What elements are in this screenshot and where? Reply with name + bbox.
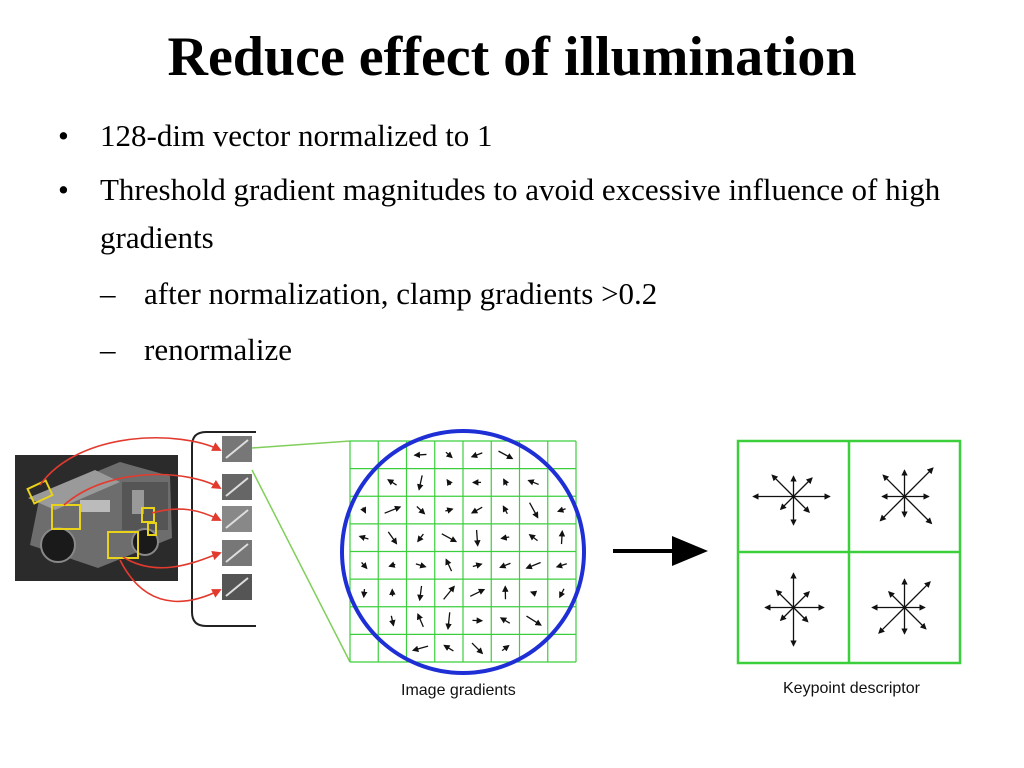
correspondence-arrows [39,437,222,603]
bullet-item: • 128-dim vector normalized to 1 [58,112,958,160]
gradient-arrow [528,533,538,542]
gradient-arrow [499,617,511,624]
gradient-arrow [502,505,509,515]
gradient-arrow [360,506,366,514]
orientation-histogram-arrow [779,607,794,622]
gradient-grid [349,440,577,663]
gradient-arrow [470,451,483,458]
gradient-arrow [358,534,369,542]
correspondence-arrow [39,437,222,486]
gradient-arrow [446,478,453,487]
orientation-histogram-arrow [779,496,794,511]
orientation-histogram-arrow [888,591,905,608]
gradient-arrow [472,562,483,569]
sub-bullet-item: – after normalization, clamp gradients >… [58,270,958,318]
orientation-histogram-arrow [904,607,927,630]
orientation-histogram-arrow [904,581,931,608]
gradient-arrow [441,533,458,543]
correspondence-arrow [151,508,222,521]
gradient-arrow [474,529,481,547]
sub-bullet-item: – renormalize [58,326,958,374]
orientation-histogram-arrow [793,477,813,497]
gradient-arrow [503,478,510,486]
gradient-arrow [387,531,398,545]
gradient-arrow [415,562,427,569]
gradient-arrow [529,502,539,519]
gradient-arrow [387,479,397,486]
thumbnail-bracket [191,431,256,627]
slide-title: Reduce effect of illumination [167,26,857,88]
sub-bullet-marker: – [100,276,116,311]
gradient-arrow [527,479,539,486]
gradient-arrow [526,615,542,626]
sub-bullet-marker: – [100,332,116,367]
gradient-arrow [417,475,424,491]
orientation-histogram-arrow [904,467,934,497]
bullet-marker: • [58,172,69,207]
orientation-histogram-arrow [879,496,905,522]
gradient-arrow [361,588,368,599]
orientation-histogram-arrow [793,591,810,608]
figure-canvas [15,429,962,675]
correspondence-arrow [119,559,222,603]
image-gradients-caption: Image gradients [401,682,516,699]
bullet-list: • 128-dim vector normalized to 1 • Thres… [58,112,958,374]
gradient-arrow [443,644,454,652]
gaussian-window-circle [340,429,586,675]
gradient-arrow [470,506,483,514]
orientation-histogram-arrow [793,496,810,513]
big-right-arrow [613,536,708,566]
gradient-arrow [413,451,427,459]
gradient-arrow [558,529,566,545]
gradient-arrow [445,451,453,459]
gradient-arrow [416,612,424,628]
sub-bullet-text: renormalize [144,332,293,367]
sift-descriptor-figure: Image gradients Keypoint descriptor [0,410,1024,730]
gradient-arrow [525,561,541,570]
bullet-text: 128-dim vector normalized to 1 [100,118,493,153]
gradient-arrow [445,558,453,572]
gradient-arrow [417,533,424,543]
correspondence-arrow [63,473,222,506]
bullet-text: Threshold gradient magnitudes to avoid e… [100,172,941,255]
gradient-arrow [500,534,510,541]
gradient-arrow [469,588,486,597]
gradient-arrow [529,590,538,597]
gradient-arrow [388,561,396,568]
sub-bullet-text: after normalization, clamp gradients >0.… [144,276,658,311]
zoom-line-bottom [251,469,351,663]
gradient-arrow [498,450,514,460]
gradient-arrow [559,588,566,599]
orientation-histogram-arrow [882,474,905,497]
orientation-histogram-arrow [793,607,809,623]
gradient-arrow [417,585,424,602]
gradient-arrow [499,562,511,569]
gradient-arrow [360,561,368,570]
bullet-item: • Threshold gradient magnitudes to avoid… [58,166,958,262]
keypoint-patches [26,479,157,559]
gradient-arrow [501,644,510,652]
gradient-arrows [358,450,567,655]
orientation-histogram-arrow [878,607,905,634]
gradient-arrow [411,645,429,653]
gradient-arrow [555,562,567,569]
orientation-histogram-arrow [775,589,794,608]
gradient-arrow [445,612,452,631]
gradient-arrow [389,615,396,627]
gradient-arrow [416,506,426,515]
gradient-arrow [556,506,566,513]
zoom-line-top [251,440,351,449]
descriptor-grid [736,439,962,665]
orientation-histogram-arrow [771,474,794,497]
bullet-marker: • [58,118,69,153]
gradient-arrow [471,642,484,655]
gradient-arrow [445,507,454,514]
gradient-arrow [443,585,455,600]
patch-thumbnails [222,436,252,600]
gradient-arrow [384,505,402,514]
correspondence-arrow [122,551,222,569]
keypoint-descriptor-caption: Keypoint descriptor [783,680,920,697]
orientation-histogram-arrow [904,496,933,525]
